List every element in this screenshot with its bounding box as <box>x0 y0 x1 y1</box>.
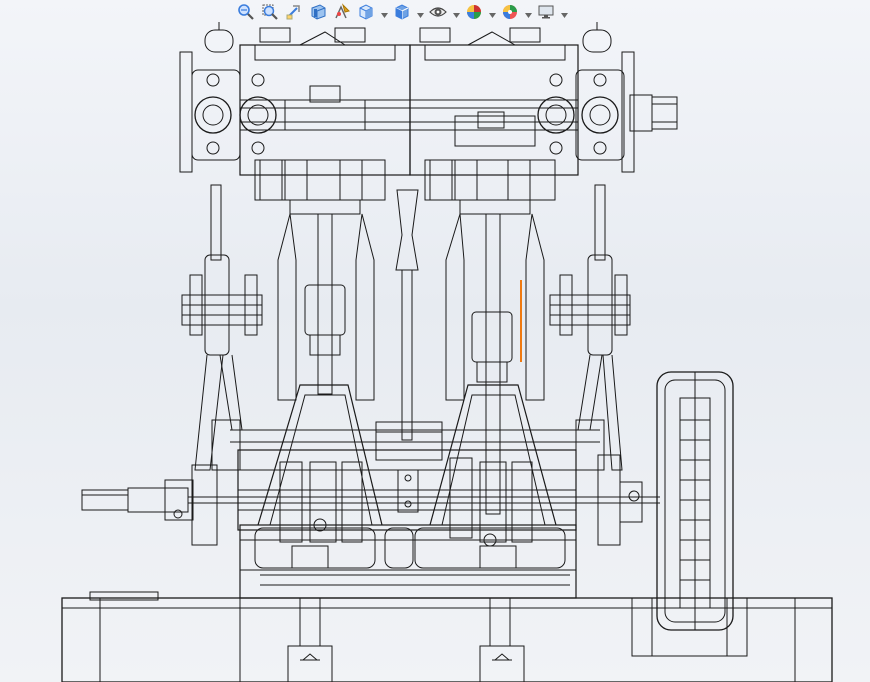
heads-up-view-toolbar <box>236 0 596 24</box>
crankshaft[interactable] <box>81 479 660 569</box>
chevron-down-icon <box>416 3 424 22</box>
eccentric-bosses[interactable] <box>194 73 619 155</box>
chevron-down-icon <box>380 3 388 22</box>
section-view-icon <box>309 3 327 21</box>
monitor-icon <box>537 3 555 21</box>
previous-view-button[interactable] <box>284 2 304 22</box>
chevron-down-icon <box>452 3 460 22</box>
display-style-dropdown[interactable] <box>416 2 424 22</box>
left-valve-gear[interactable] <box>181 184 263 546</box>
right-cylinder[interactable] <box>409 27 579 215</box>
view-settings-dropdown[interactable] <box>560 2 568 22</box>
chevron-down-icon <box>524 3 532 22</box>
foundation-block[interactable] <box>239 524 577 599</box>
crankcase[interactable] <box>237 449 577 543</box>
view-orientation-button[interactable] <box>356 2 376 22</box>
valve-rod-center[interactable] <box>375 189 443 461</box>
cylinder-heads[interactable] <box>179 22 678 173</box>
dynamic-annotation-button[interactable] <box>332 2 352 22</box>
display-style-cube-icon <box>393 3 411 21</box>
dynamic-annotation-icon <box>333 3 351 21</box>
display-style-button[interactable] <box>392 2 412 22</box>
apply-scene-dropdown[interactable] <box>524 2 532 22</box>
appearance-ball-icon <box>465 3 483 21</box>
mount-feet[interactable] <box>287 597 525 682</box>
zoom-to-fit-icon <box>237 3 255 21</box>
base-plate[interactable] <box>61 591 833 682</box>
zoom-to-area-icon <box>261 3 279 21</box>
apply-scene-button[interactable] <box>500 2 520 22</box>
section-view-button[interactable] <box>308 2 328 22</box>
a-frame-columns[interactable] <box>230 384 600 526</box>
view-orientation-dropdown[interactable] <box>380 2 388 22</box>
view-orientation-cube-icon <box>357 3 375 21</box>
zoom-to-area-button[interactable] <box>260 2 280 22</box>
chevron-down-icon <box>560 3 568 22</box>
view-settings-button[interactable] <box>536 2 556 22</box>
edit-appearance-button[interactable] <box>464 2 484 22</box>
flywheel[interactable] <box>656 371 734 631</box>
zoom-to-fit-button[interactable] <box>236 2 256 22</box>
edit-appearance-dropdown[interactable] <box>488 2 496 22</box>
hide-show-items-button[interactable] <box>428 2 448 22</box>
eye-icon <box>429 3 447 21</box>
piston-rods[interactable] <box>277 213 545 515</box>
chevron-down-icon <box>488 3 496 22</box>
scene-ball-icon <box>501 3 519 21</box>
hide-show-items-dropdown[interactable] <box>452 2 460 22</box>
previous-view-icon <box>285 3 303 21</box>
right-valve-gear[interactable] <box>549 184 631 546</box>
